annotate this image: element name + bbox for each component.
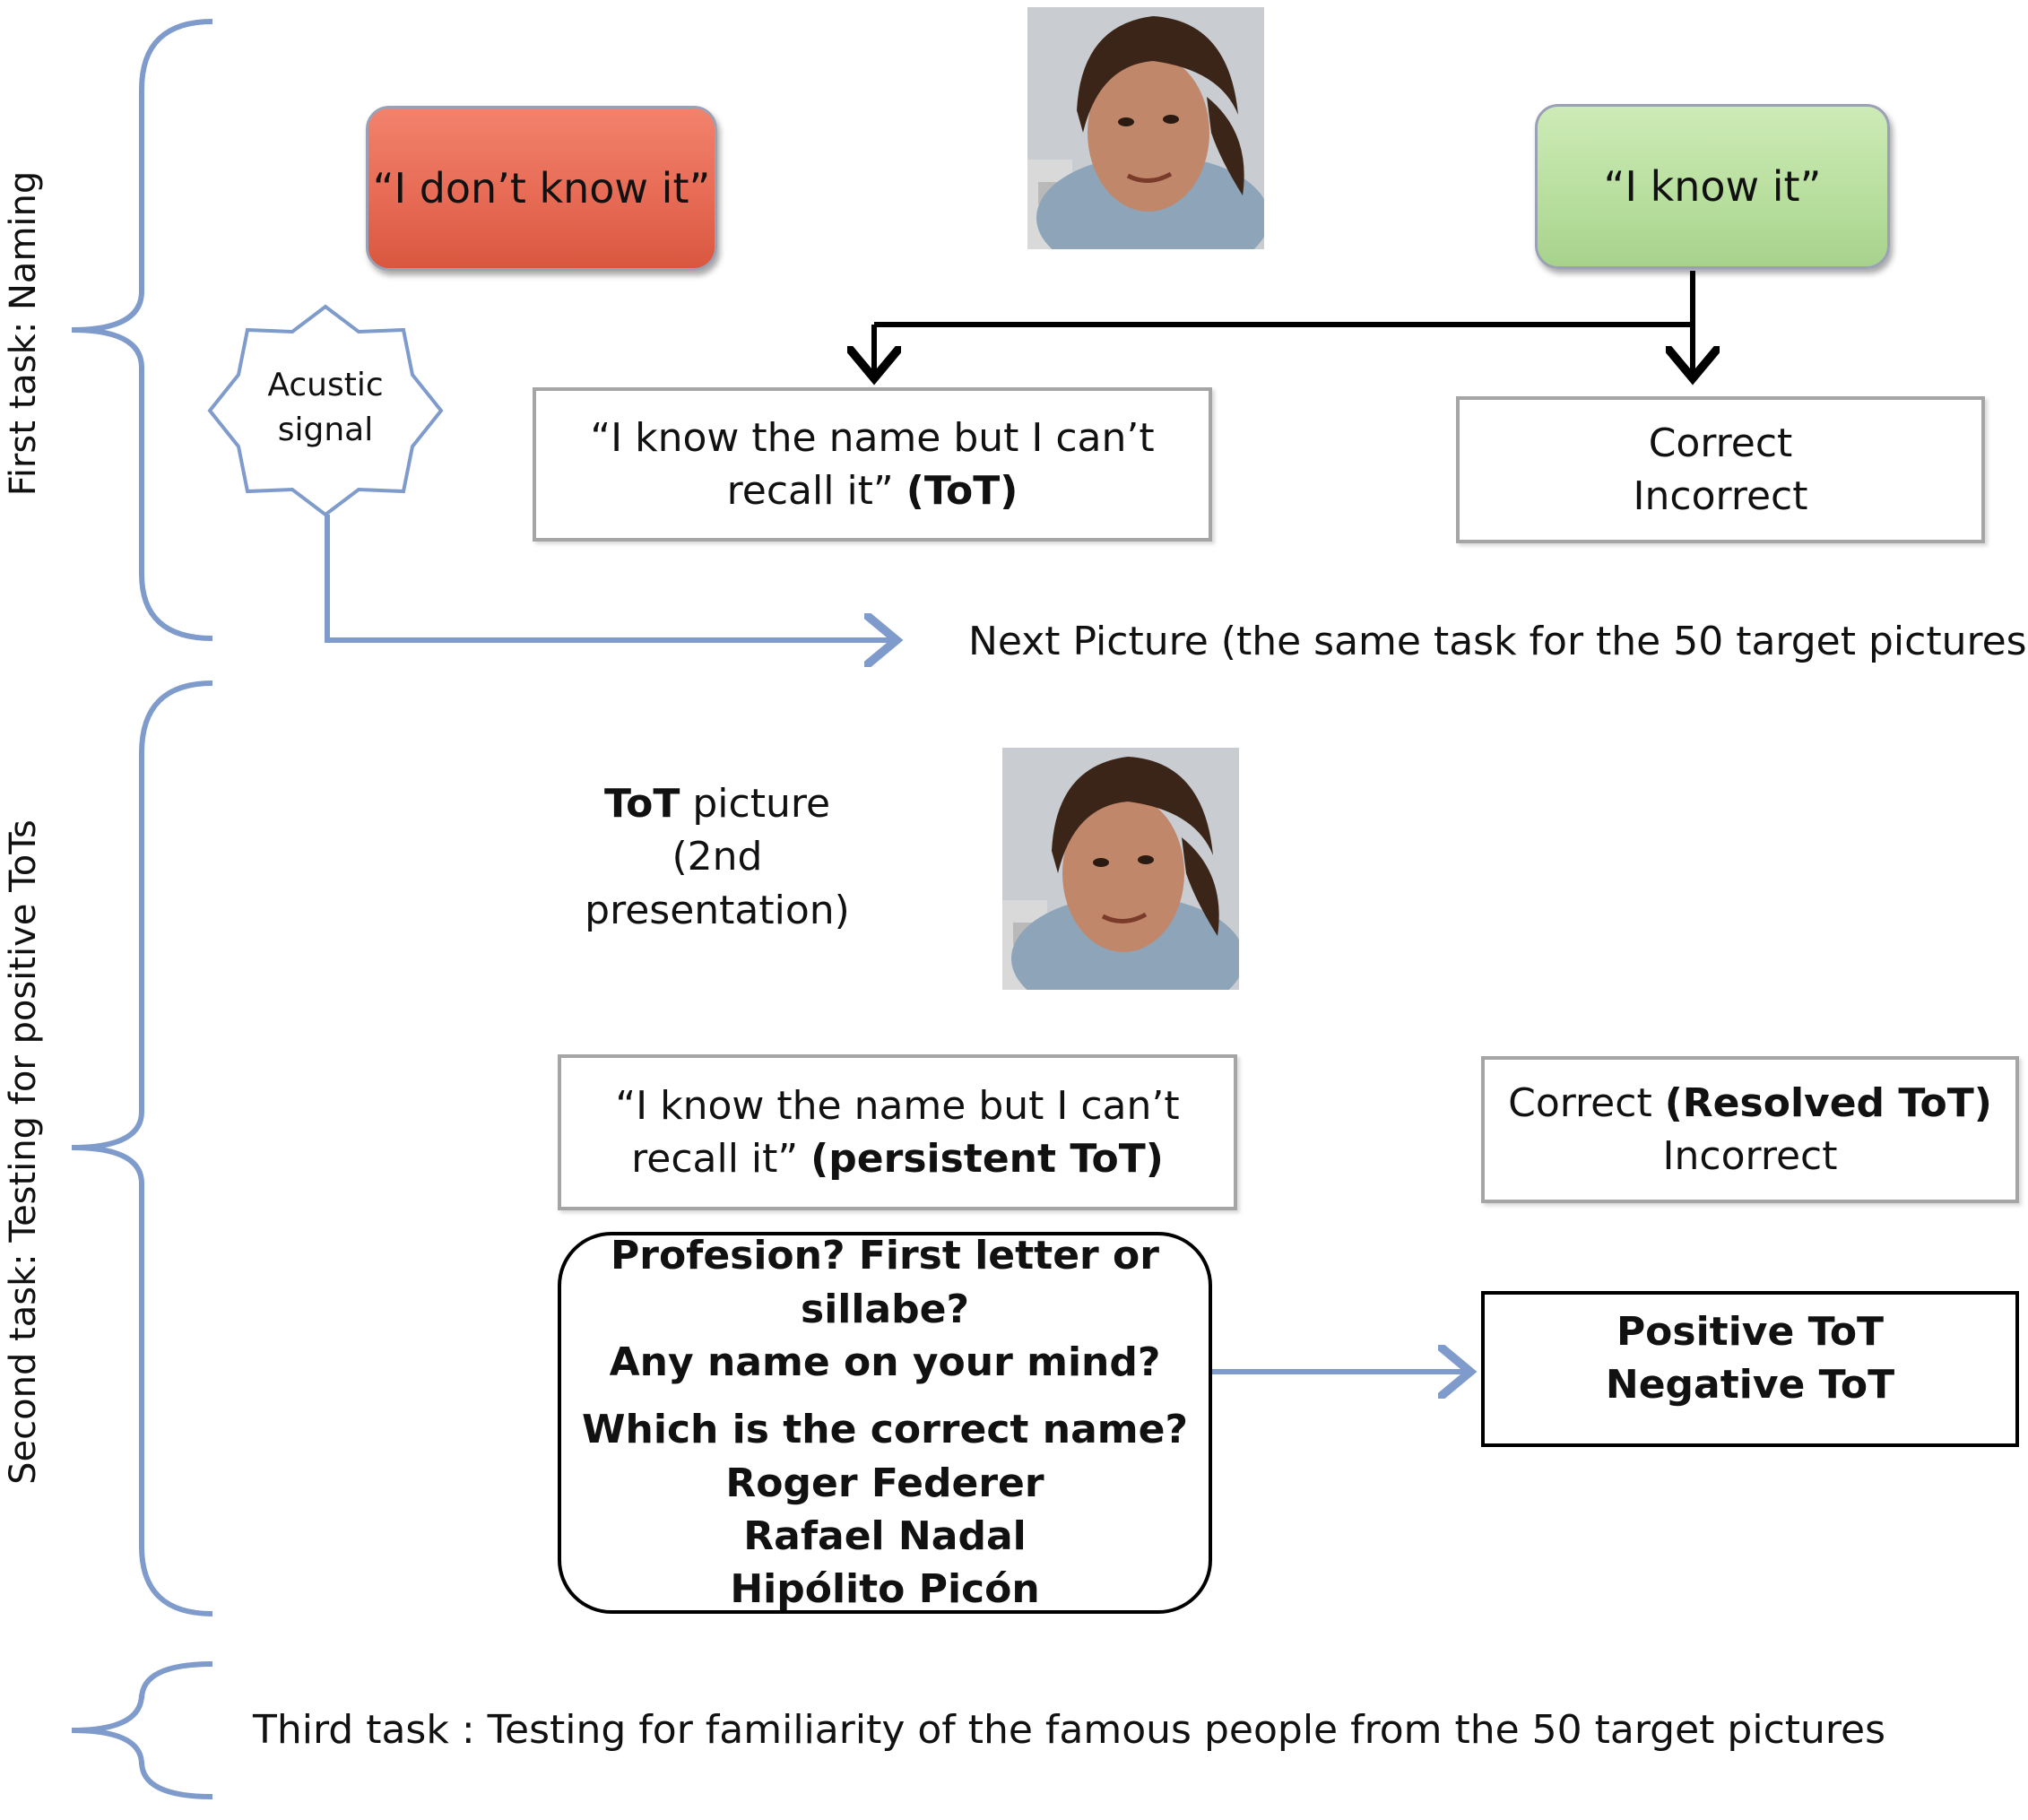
know-it-button: “I know it” — [1535, 104, 1890, 269]
option-hipolito-picon: Hipólito Picón — [730, 1566, 1040, 1613]
option-roger-federer: Roger Federer — [725, 1460, 1044, 1506]
incorrect-label: Incorrect — [1633, 473, 1808, 519]
acoustic-line-1: Acustic — [267, 366, 384, 403]
tot-picture-rest: picture (2nd — [672, 780, 831, 880]
option-rafael-nadal: Rafael Nadal — [743, 1513, 1027, 1560]
positive-negative-box: Positive ToT Negative ToT — [1481, 1291, 2019, 1447]
persistent-line-2: recall it” — [631, 1136, 811, 1182]
know-it-label: “I know it” — [1603, 162, 1822, 211]
first-task-label: First task: Naming — [3, 170, 44, 497]
tot-line-2: recall it” — [726, 468, 906, 514]
second-task-label: Second task: Testing for positive ToTs — [3, 819, 44, 1485]
tot-picture-bold: ToT — [603, 780, 680, 827]
tot-line-1: “I know the name but I can’t — [590, 414, 1155, 461]
negative-tot: Negative ToT — [1605, 1362, 1895, 1408]
resolved-incorrect: Incorrect — [1662, 1133, 1838, 1179]
correct-label: Correct — [1648, 420, 1793, 466]
resolved-tot-box: Correct (Resolved ToT) Incorrect — [1481, 1056, 2019, 1203]
dont-know-button: “I don’t know it” — [366, 106, 717, 271]
face-photo-1-icon — [1027, 7, 1264, 249]
persistent-line-1: “I know the name but I can’t — [615, 1082, 1180, 1129]
question-name-mind: Any name on your mind? — [609, 1339, 1161, 1385]
question-profession: Profesion? First letter or sillabe? — [611, 1233, 1159, 1332]
face-photo-2 — [1002, 748, 1239, 990]
persistent-tot-box: “I know the name but I can’t recall it” … — [558, 1054, 1237, 1210]
brace-task1 — [71, 19, 213, 641]
tot-line-2-bold: (ToT) — [906, 468, 1018, 514]
face-photo-2-icon — [1002, 748, 1239, 990]
next-picture-arrow — [325, 515, 897, 640]
dont-know-label: “I don’t know it” — [372, 164, 711, 212]
brace-task2 — [71, 680, 213, 1616]
next-picture-text: Next Picture (the same task for the 50 t… — [968, 619, 2028, 664]
persistent-line-2-bold: (persistent ToT) — [810, 1136, 1164, 1182]
face-photo-1 — [1027, 7, 1264, 249]
tot-box: “I know the name but I can’t recall it” … — [533, 387, 1212, 542]
correct-incorrect-box: Correct Incorrect — [1456, 396, 1985, 543]
resolved-correct: Correct — [1508, 1079, 1665, 1126]
acoustic-line-2: signal — [277, 412, 374, 448]
brace-task3 — [71, 1661, 213, 1799]
acoustic-signal-label: Acustic signal — [242, 354, 409, 462]
resolved-bold: (Resolved ToT) — [1664, 1079, 1992, 1126]
tot-picture-caption: ToT picture (2nd presentation) — [556, 781, 879, 933]
question-correct-name: Which is the correct name? — [582, 1407, 1188, 1453]
third-task-label: Third task : Testing for familiarity of … — [253, 1707, 1886, 1753]
tot-picture-line-2: presentation) — [585, 887, 850, 933]
positive-tot: Positive ToT — [1616, 1309, 1885, 1355]
questions-box: Profesion? First letter or sillabe? Any … — [558, 1232, 1212, 1614]
